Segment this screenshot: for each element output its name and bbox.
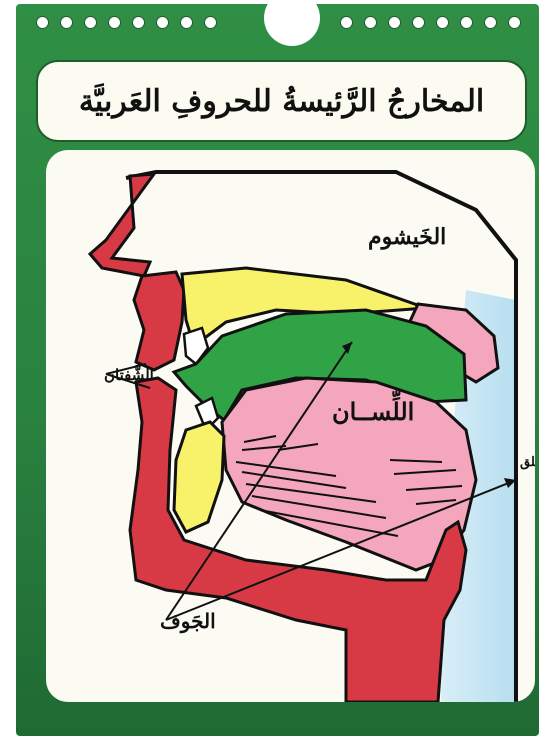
binder-hole [180,16,193,29]
vocal-tract-diagram: الخَيشوم الشَّفتان اللِّســان الحَلق الج… [46,150,535,702]
binder-hole [84,16,97,29]
binder-hole [364,16,377,29]
binder-hole [388,16,401,29]
binder-hole [508,16,521,29]
binder-hole [132,16,145,29]
binder-hole [204,16,217,29]
label-jawf: الجَوف [160,609,216,634]
binder-hole [412,16,425,29]
anatomy-diagram-panel: الخَيشوم الشَّفتان اللِّســان الحَلق الج… [46,150,535,702]
binder-hole [436,16,449,29]
binder-hole [484,16,497,29]
nose [90,174,154,276]
upper-lip [134,272,184,370]
binder-hole [36,16,49,29]
binder-hole [340,16,353,29]
lower-gum [174,422,224,532]
binder-hole [156,16,169,29]
page-title: المخارجُ الرَّئيسةُ للحروفِ العَربيَّة [79,84,484,119]
label-halq: الحَلق [520,455,535,470]
title-box: المخارجُ الرَّئيسةُ للحروفِ العَربيَّة [36,60,527,142]
binder-hole [60,16,73,29]
binder-hole [460,16,473,29]
binder-hole [108,16,121,29]
label-shafatan: الشَّفتان [104,365,154,384]
binder-notch [264,0,320,46]
label-khaishoom: الخَيشوم [368,224,446,250]
